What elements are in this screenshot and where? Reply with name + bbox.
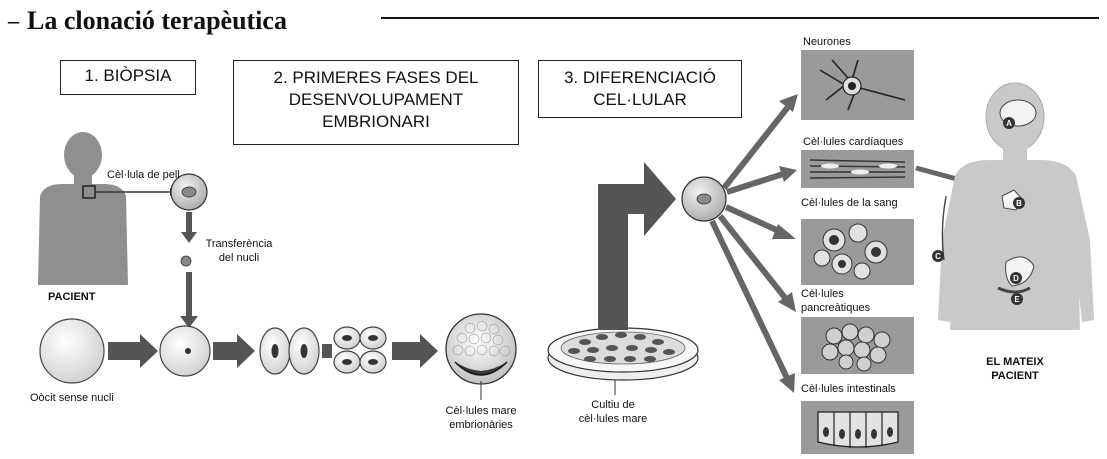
svg-text:B: B [1016,199,1022,208]
intestinal-cells-panel [801,401,914,454]
step-2-box: 2. PRIMERES FASES DEL DESENVOLUPAMENT EM… [233,60,519,145]
culture-label: Cultiu de cèl·lules mare [578,399,648,425]
marker-a: A [1003,117,1015,129]
arrow-to-cardiac [726,166,797,195]
arrow-to-pancreatic [717,214,796,312]
neurons-panel [801,50,914,120]
fertilized-egg [159,325,211,377]
transferred-nucleus [180,255,192,267]
title-block: – La clonació terapèutica [8,6,287,36]
arrow-1 [108,334,158,368]
same-patient-figure [938,82,1094,330]
step-3-box: 3. DIFERENCIACIÓ CEL·LULAR [538,60,742,118]
marker-b: B [1013,197,1025,209]
pancreatic-cells-panel [801,317,914,374]
svg-text:D: D [1013,274,1019,283]
oocyte-label: Oòcit sense nucli [30,392,114,404]
culture-to-stem-cell-arrow [598,162,676,330]
blood-cells-panel [801,219,914,285]
skin-cell-label: Cèl·lula de pell [107,169,180,181]
step-1-box: 1. BIÒPSIA [60,60,196,95]
arrow-2 [213,334,255,368]
marker-c: C [932,250,944,262]
two-cell-embryo [259,327,320,375]
svg-text:A: A [1006,119,1012,128]
pancreatic-cells-label: Cèl·lules pancreàtiques [801,288,871,314]
arrow-to-intestinal [709,219,795,393]
marker-e: E [1011,293,1023,305]
arrow-3 [322,344,332,358]
title-dash: – [8,8,19,33]
title-rule [381,17,1099,19]
arrow-to-neurons [721,94,798,190]
stem-cells-label: Cèl·lules mare embrionàries [445,405,517,431]
four-cell-embryo [333,326,387,374]
svg-text:E: E [1014,295,1020,304]
patient-figure [38,132,128,285]
patient-label: PACIENT [48,291,96,303]
skin-cell [170,173,208,211]
stem-cell [681,176,727,222]
nucleus-transfer-label: Transferència del nucli [205,238,273,264]
arrow-to-blood [724,204,796,239]
oocyte [39,318,105,384]
pancreas-organ [997,286,1031,294]
svg-text:C: C [935,252,941,261]
intestinal-cells-label: Cèl·lules intestinals [801,383,896,395]
cardiac-cells-panel [801,150,914,188]
petri-dish [547,327,699,395]
blood-cells-label: Cèl·lules de la sang [801,197,898,209]
marker-d: D [1010,272,1022,284]
blastocyst [445,313,517,400]
nucleus-transfer-arrows [180,212,198,328]
arrow-4 [392,334,438,368]
neurons-label: Neurones [803,36,851,48]
cardiac-cells-label: Cèl·lules cardíaques [803,136,904,148]
differentiation-arrows [709,94,798,393]
same-patient-label: EL MATEIX PACIENT [986,356,1044,382]
page-title: La clonació terapèutica [27,6,287,35]
